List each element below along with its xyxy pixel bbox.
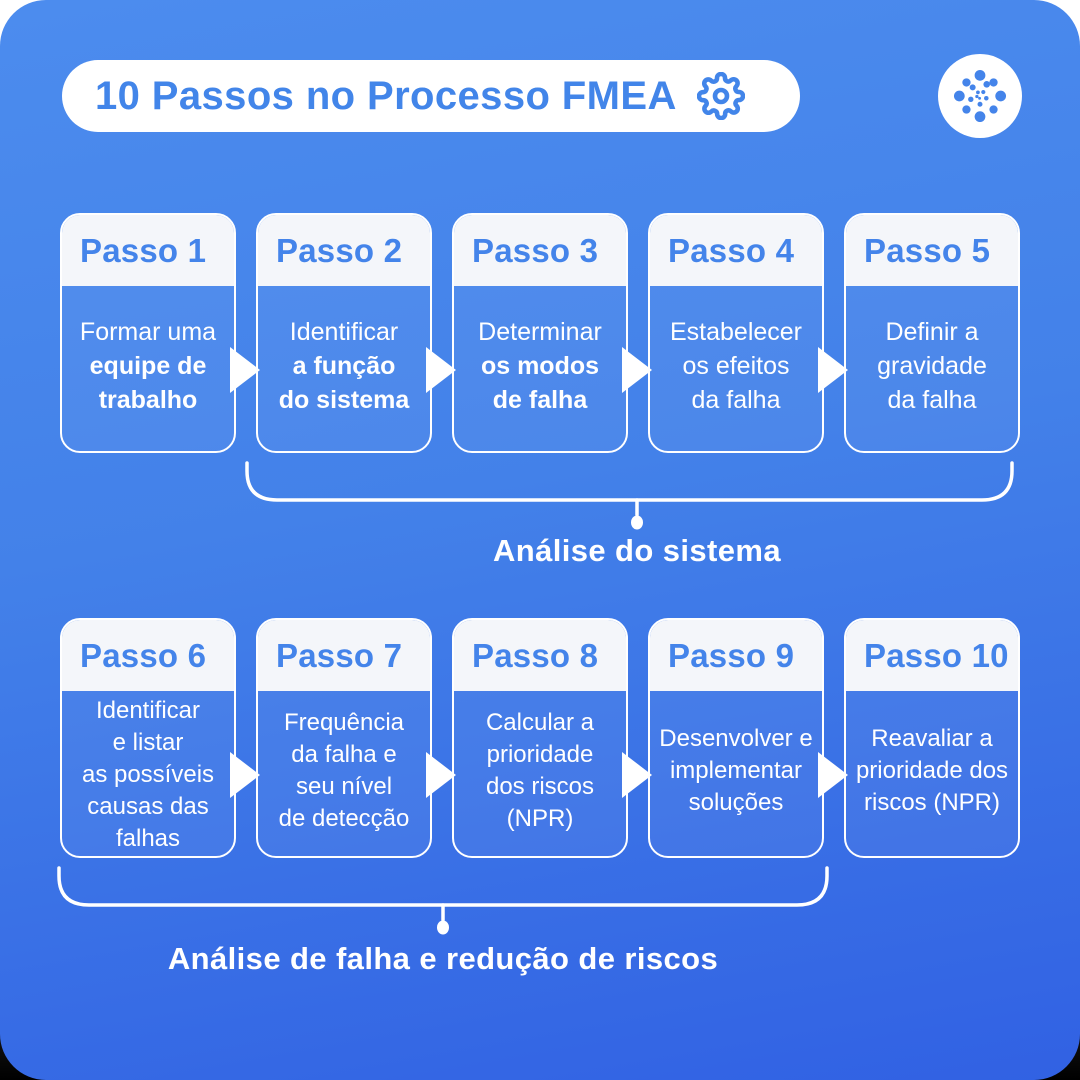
arrow-right-icon	[622, 752, 652, 798]
step-description-line: Identificar	[95, 697, 201, 724]
step-description-line: equipe de	[89, 351, 207, 380]
arrow-right-icon	[818, 347, 848, 393]
steps-row-2: Passo 6 Identificar e listar as possíveis c…	[60, 618, 1020, 858]
step-description-line: trabalho	[98, 385, 198, 414]
step-card-header: Passo 4	[650, 215, 822, 286]
step-description-line: a função	[292, 351, 396, 380]
step-description-line: prioridade dos	[855, 756, 1009, 784]
step-label: Passo 4	[668, 231, 795, 269]
arrow-right-icon	[622, 347, 652, 393]
step-description-line: riscos (NPR)	[864, 788, 1000, 816]
arrow-right-icon	[426, 752, 456, 798]
group-bracket-1	[245, 461, 1014, 530]
step-description-line: falhas	[115, 825, 181, 852]
step-card-body: Frequência da falha e seu nível de detecção	[258, 691, 430, 856]
step-card-header: Passo 1	[62, 215, 234, 286]
step-description-line: dos riscos	[485, 772, 595, 800]
step-card-header: Passo 5	[846, 215, 1018, 286]
group-label-failure-analysis: Análise de falha e redução de riscos	[167, 941, 719, 976]
step-description-line: Calcular a	[485, 708, 595, 736]
step-label: Passo 5	[864, 231, 991, 269]
title-pill: 10 Passos no Processo FMEA	[62, 60, 800, 132]
group-label-system-analysis: Análise do sistema	[492, 533, 782, 568]
step-label: Passo 10	[864, 636, 1009, 674]
step-card: Passo 9 Desenvolver e implementar soluções	[648, 618, 824, 858]
step-card: Passo 1 Formar uma equipe de trabalho	[60, 213, 236, 453]
brand-logo	[938, 54, 1022, 138]
step-card-header: Passo 6	[62, 620, 234, 691]
step-description-line: Desenvolver e	[659, 724, 813, 752]
step-card: Passo 6 Identificar e listar as possíveis c…	[60, 618, 236, 858]
step-description-line: seu nível	[295, 772, 393, 800]
step-description-line: os modos	[480, 351, 600, 380]
step-description-line: os efeitos	[682, 351, 790, 380]
group-connector-dot	[437, 920, 449, 935]
step-label: Passo 6	[80, 636, 207, 674]
step-card-header: Passo 9	[650, 620, 822, 691]
step-card-header: Passo 3	[454, 215, 626, 286]
step-card-body: Reavaliar a prioridade dos riscos (NPR)	[846, 691, 1018, 856]
step-description-line: causas das	[87, 793, 209, 820]
page-title: 10 Passos no Processo FMEA	[95, 73, 677, 118]
step-description-line: implementar	[669, 756, 803, 784]
step-card: Passo 4 Estabelecer os efeitos da falha	[648, 213, 824, 453]
steps-row-1: Passo 1 Formar uma equipe de trabalho Pass…	[60, 213, 1020, 453]
step-card-header: Passo 2	[258, 215, 430, 286]
step-card-body: Definir a gravidade da falha	[846, 286, 1018, 451]
step-description-line: da falha e	[291, 740, 397, 768]
arrow-right-icon	[230, 752, 260, 798]
gear-icon	[696, 72, 745, 120]
step-card-body: Determinar os modos de falha	[454, 286, 626, 451]
step-card-body: Identificar a função do sistema	[258, 286, 430, 451]
group-connector-dot	[631, 515, 643, 530]
step-card-header: Passo 10	[846, 620, 1018, 691]
step-card-body: Desenvolver e implementar soluções	[650, 691, 822, 856]
step-description-line: (NPR)	[506, 804, 574, 832]
step-description-line: Estabelecer	[669, 317, 803, 346]
step-description-line: soluções	[688, 788, 784, 816]
step-card-body: Calcular a prioridade dos riscos (NPR)	[454, 691, 626, 856]
step-description-line: Reavaliar a	[871, 724, 993, 752]
step-card-body: Formar uma equipe de trabalho	[62, 286, 234, 451]
step-card: Passo 3 Determinar os modos de falha	[452, 213, 628, 453]
step-description-line: do sistema	[278, 385, 410, 414]
step-description-line: de falha	[492, 385, 588, 414]
step-description-line: Definir a	[885, 317, 979, 346]
step-description-line: prioridade	[486, 740, 594, 768]
step-description-line: e listar	[112, 729, 184, 756]
step-card: Passo 10 Reavaliar a prioridade dos riscos…	[844, 618, 1020, 858]
step-description-line: gravidade	[877, 351, 987, 380]
step-description-line: Frequência	[283, 708, 405, 736]
step-description-line: Identificar	[289, 317, 399, 346]
step-card-body: Estabelecer os efeitos da falha	[650, 286, 822, 451]
step-card-header: Passo 7	[258, 620, 430, 691]
step-card-body: Identificar e listar as possíveis causas da…	[62, 691, 234, 856]
step-description-line: da falha	[691, 385, 781, 414]
step-description-line: de detecção	[278, 804, 410, 832]
step-label: Passo 8	[472, 636, 599, 674]
step-description-line: Determinar	[478, 317, 602, 346]
step-label: Passo 1	[80, 231, 207, 269]
arrow-right-icon	[818, 752, 848, 798]
step-label: Passo 3	[472, 231, 599, 269]
step-card: Passo 5 Definir a gravidade da falha	[844, 213, 1020, 453]
arrow-right-icon	[426, 347, 456, 393]
step-description-line: Formar uma	[79, 317, 217, 346]
dot-spiral-logo-icon	[953, 69, 1007, 123]
arrow-right-icon	[230, 347, 260, 393]
step-label: Passo 7	[276, 636, 403, 674]
step-card-header: Passo 8	[454, 620, 626, 691]
step-label: Passo 2	[276, 231, 403, 269]
step-card: Passo 2 Identificar a função do sistema	[256, 213, 432, 453]
step-description-line: da falha	[887, 385, 977, 414]
step-card: Passo 8 Calcular a prioridade dos riscos (N…	[452, 618, 628, 858]
group-bracket-2	[57, 866, 829, 935]
step-label: Passo 9	[668, 636, 795, 674]
step-description-line: as possíveis	[81, 761, 215, 788]
step-card: Passo 7 Frequência da falha e seu nível de …	[256, 618, 432, 858]
